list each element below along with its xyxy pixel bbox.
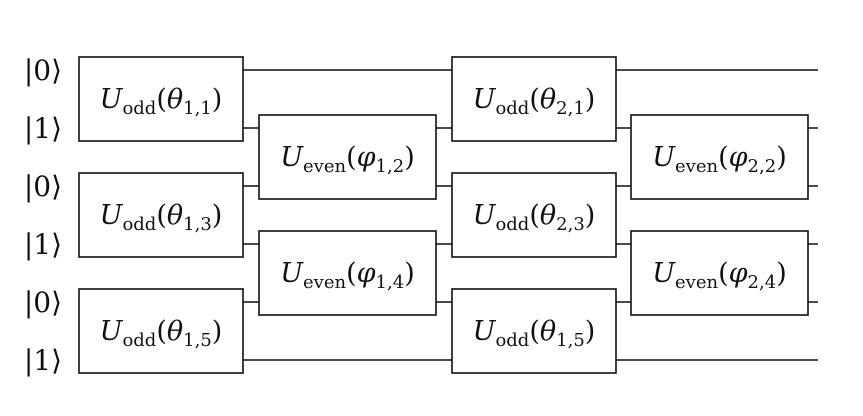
gate-operator: U [473, 316, 497, 347]
gate-parameter: θ [540, 200, 556, 231]
open-paren: ( [529, 316, 540, 347]
ket-label-3: |1⟩ [24, 228, 62, 261]
gate-label: Uodd(θ1,5) [473, 316, 596, 351]
gate-operator: U [280, 142, 304, 173]
ket-label-2: |0⟩ [24, 170, 62, 203]
gate-box [258, 230, 437, 316]
gate-odd-2: Uodd(θ1,5) [78, 288, 244, 374]
gate-subscript: even [675, 156, 718, 177]
gate-box [451, 56, 617, 142]
gate-subscript: even [303, 272, 346, 293]
open-paren: ( [156, 316, 167, 347]
gate-even-9: Ueven(φ2,4) [630, 230, 809, 316]
gate-box [258, 114, 437, 200]
gate-operator: U [473, 200, 497, 231]
open-paren: ( [346, 258, 357, 289]
gate-label: Uodd(θ1,1) [100, 84, 223, 119]
gate-parameter: θ [167, 200, 183, 231]
gate-parameter-index: 1,2 [376, 156, 405, 177]
gate-parameter: φ [357, 258, 376, 289]
gate-even-4: Ueven(φ1,4) [258, 230, 437, 316]
close-paren: ) [585, 316, 596, 347]
close-paren: ) [776, 142, 787, 173]
open-paren: ( [156, 200, 167, 231]
close-paren: ) [404, 142, 415, 173]
gate-even-3: Ueven(φ1,2) [258, 114, 437, 200]
gate-subscript: even [303, 156, 346, 177]
gate-label: Ueven(φ1,4) [280, 258, 414, 293]
ket-label-4: |0⟩ [24, 286, 62, 319]
gate-subscript: odd [495, 330, 529, 351]
gate-box [451, 172, 617, 258]
gate-parameter-index: 1,5 [183, 330, 212, 351]
gate-operator: U [473, 84, 497, 115]
gate-odd-5: Uodd(θ2,1) [451, 56, 617, 142]
gate-parameter: φ [357, 142, 376, 173]
gate-label: Ueven(φ1,2) [280, 142, 414, 177]
open-paren: ( [718, 142, 729, 173]
gate-box [78, 56, 244, 142]
close-paren: ) [404, 258, 415, 289]
close-paren: ) [212, 316, 223, 347]
gate-box [451, 288, 617, 374]
gate-parameter-index: 1,1 [183, 98, 212, 119]
gate-operator: U [652, 258, 676, 289]
close-paren: ) [585, 200, 596, 231]
gate-parameter-index: 2,2 [748, 156, 777, 177]
gate-box [630, 230, 809, 316]
gate-odd-1: Uodd(θ1,3) [78, 172, 244, 258]
gate-odd-6: Uodd(θ2,3) [451, 172, 617, 258]
close-paren: ) [776, 258, 787, 289]
open-paren: ( [156, 84, 167, 115]
gate-parameter-index: 2,4 [748, 272, 777, 293]
gate-operator: U [652, 142, 676, 173]
gate-operator: U [280, 258, 304, 289]
gate-parameter: θ [540, 316, 556, 347]
initial-state-labels: |0⟩ |1⟩ |0⟩ |1⟩ |0⟩ |1⟩ [24, 54, 62, 377]
gate-box [78, 172, 244, 258]
close-paren: ) [212, 84, 223, 115]
gate-subscript: odd [495, 98, 529, 119]
gate-operator: U [100, 84, 124, 115]
gate-layer: Uodd(θ1,1)Uodd(θ1,3)Uodd(θ1,5)Ueven(φ1,2… [78, 56, 809, 374]
gate-odd-0: Uodd(θ1,1) [78, 56, 244, 142]
close-paren: ) [585, 84, 596, 115]
gate-subscript: odd [122, 214, 156, 235]
close-paren: ) [212, 200, 223, 231]
gate-parameter-index: 1,4 [376, 272, 405, 293]
ket-label-0: |0⟩ [24, 54, 62, 87]
open-paren: ( [529, 200, 540, 231]
ket-label-5: |1⟩ [24, 344, 62, 377]
gate-label: Uodd(θ2,1) [473, 84, 596, 119]
gate-parameter: φ [729, 142, 748, 173]
gate-subscript: odd [495, 214, 529, 235]
gate-box [630, 114, 809, 200]
gate-operator: U [100, 316, 124, 347]
gate-parameter: θ [167, 84, 183, 115]
gate-parameter: θ [167, 316, 183, 347]
gate-subscript: odd [122, 98, 156, 119]
open-paren: ( [529, 84, 540, 115]
gate-subscript: even [675, 272, 718, 293]
gate-parameter-index: 2,1 [556, 98, 585, 119]
gate-label: Uodd(θ1,5) [100, 316, 223, 351]
gate-box [78, 288, 244, 374]
gate-label: Uodd(θ1,3) [100, 200, 223, 235]
gate-label: Uodd(θ2,3) [473, 200, 596, 235]
open-paren: ( [718, 258, 729, 289]
gate-subscript: odd [122, 330, 156, 351]
gate-label: Ueven(φ2,2) [652, 142, 786, 177]
gate-parameter-index: 2,3 [556, 214, 585, 235]
gate-odd-7: Uodd(θ1,5) [451, 288, 617, 374]
gate-parameter-index: 1,3 [183, 214, 212, 235]
gate-parameter: θ [540, 84, 556, 115]
ket-label-1: |1⟩ [24, 112, 62, 145]
gate-parameter-index: 1,5 [556, 330, 585, 351]
gate-even-8: Ueven(φ2,2) [630, 114, 809, 200]
gate-operator: U [100, 200, 124, 231]
gate-label: Ueven(φ2,4) [652, 258, 786, 293]
open-paren: ( [346, 142, 357, 173]
gate-parameter: φ [729, 258, 748, 289]
